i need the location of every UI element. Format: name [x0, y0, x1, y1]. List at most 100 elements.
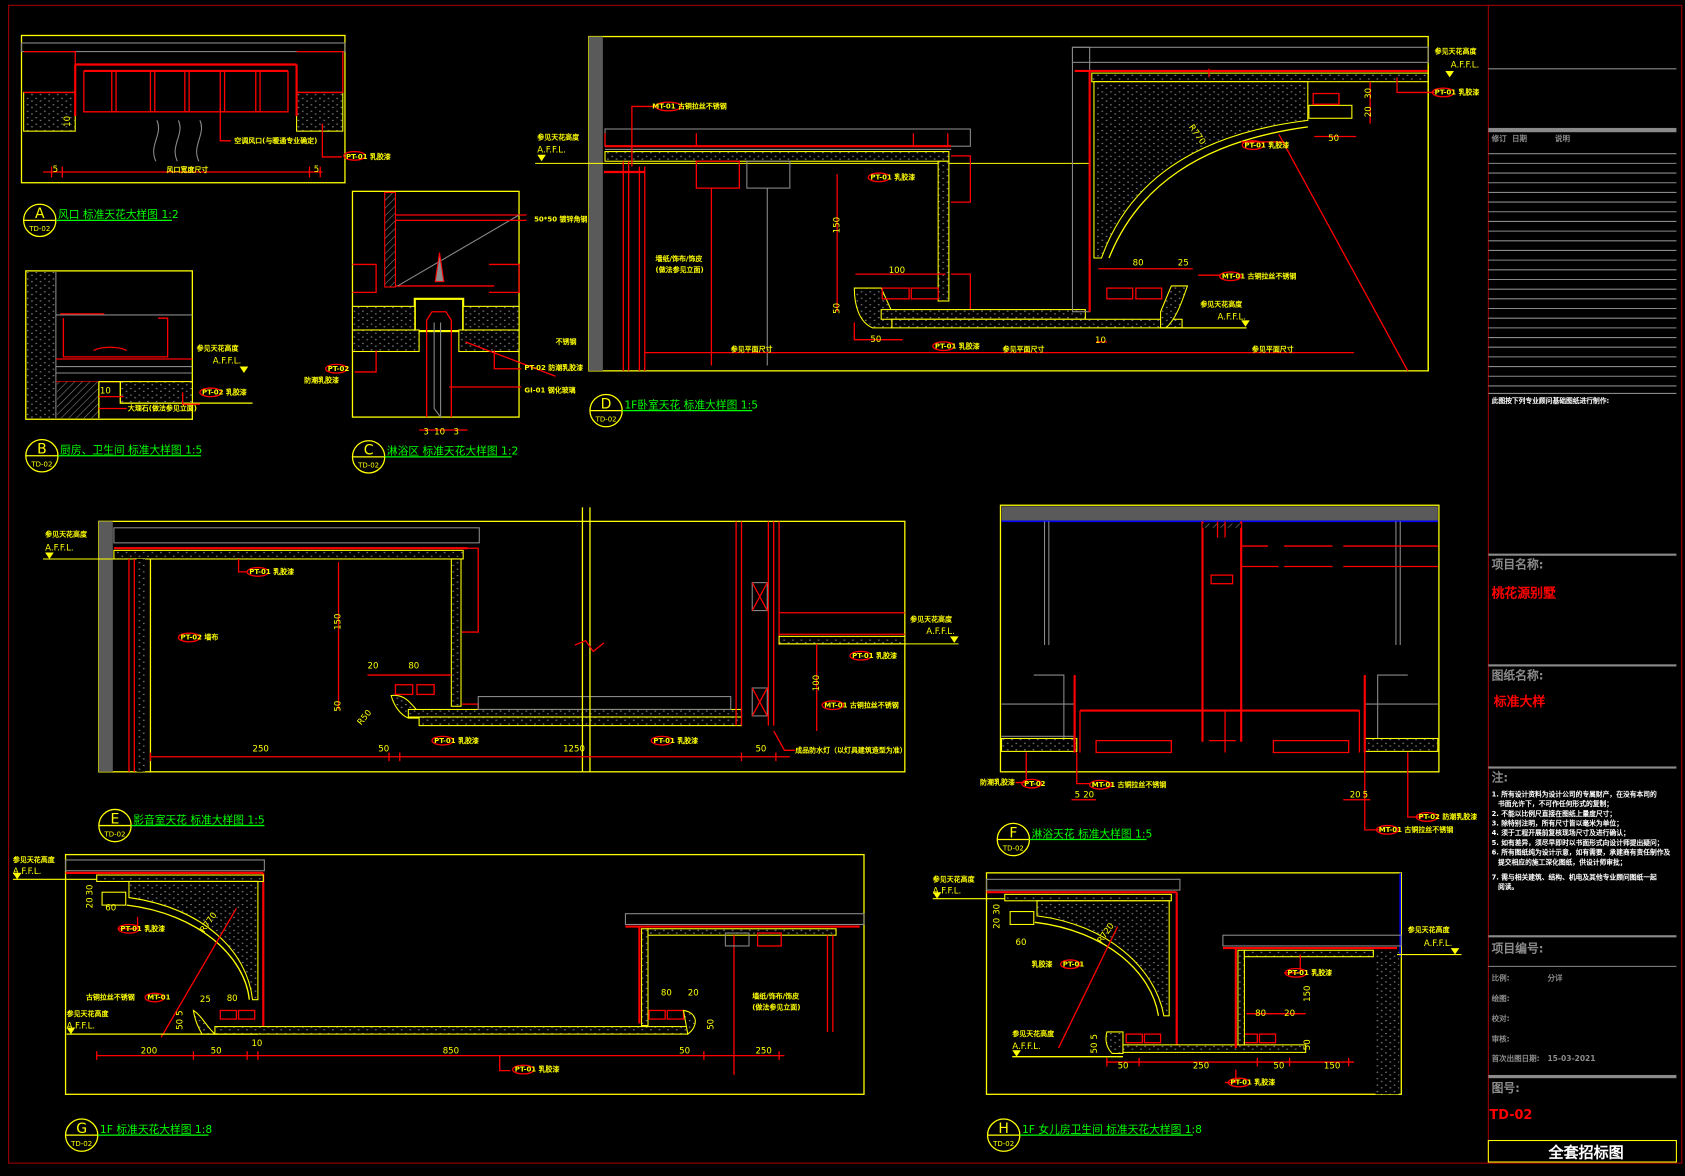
stage-label: 全套招标图 [1548, 1144, 1624, 1162]
callout-letter: D [601, 396, 612, 412]
dimension: 250 [253, 744, 269, 754]
affl-label: A.F.F.L. [926, 627, 955, 637]
annotation: 成品防水灯（以灯具建筑造型为准） [795, 745, 906, 754]
callout-b[interactable]: B TD-02 厨房、卫生间 标准大样图 1:5 [25, 439, 203, 473]
annotation: 风口宽度尺寸 [167, 165, 209, 174]
checked-label: 校对: [1492, 1013, 1510, 1023]
revision-header: 修订 [1491, 133, 1508, 143]
annotation: 古铜拉丝不锈钢 [86, 993, 135, 1002]
annotation: 防潮乳胶漆 [304, 376, 339, 385]
material-tag: GI-01 钢化玻璃 [524, 385, 575, 394]
annotation: 墙纸/饰布/饰皮 [752, 992, 799, 1001]
detail-f-shower-ceiling: 防潮乳胶漆 PT-02 MT-01 古铜拉丝不锈钢 5 20 20 5 PT-0… [980, 504, 1477, 835]
dimension: 20 [1364, 106, 1374, 117]
dimension: 150 [832, 217, 842, 233]
dimension: 25 [1178, 259, 1189, 269]
annotation: 参见天花高度 [197, 343, 240, 352]
affl-label: A.F.F.L. [1424, 939, 1453, 949]
annotation: 50*50 镀锌角钢 [534, 214, 587, 223]
annotation: 大理石(做法参见立面) [128, 404, 197, 413]
dimension: 30 [1364, 88, 1374, 99]
annotation: 参见天花高度 [67, 1009, 110, 1018]
note-line: 1. 所有设计资料为设计公司的专属财产，在没有本司的 [1492, 790, 1657, 799]
dimension: 50 [1328, 134, 1339, 144]
detail-a-vent: 空调风口(与暖通专业确定) PT-01 乳胶漆 风口宽度尺寸 5 5 10 [20, 34, 391, 184]
dimension: 30 [85, 885, 95, 896]
callout-letter: H [998, 1121, 1009, 1137]
dimension: 20 [1284, 1009, 1295, 1019]
dimension: 250 [1193, 1062, 1209, 1072]
detail-title: 风口 标准天花大样图 1:2 [58, 208, 179, 221]
note-line: 阅读。 [1498, 882, 1518, 891]
dimension: 80 [227, 994, 238, 1004]
annotation: 乳胶漆 [1032, 959, 1053, 968]
issue-date-label: 首次出图日期: [1492, 1053, 1540, 1063]
material-tag: PT-01 乳胶漆 [249, 567, 294, 576]
dimension: 1250 [563, 744, 585, 754]
callout-sheet-ref: TD-02 [595, 415, 617, 423]
annotation: 参见天花高度 [1435, 47, 1478, 56]
note-line: 5. 如有差异，须尽早即时以书面形式向设计师提出疑问； [1492, 838, 1664, 847]
annotation: 参见天花高度 [45, 529, 88, 538]
dimension: 50 [334, 701, 344, 712]
dimension: 50 [1118, 1062, 1129, 1072]
material-tag: MT-01 古铜拉丝不锈钢 [652, 102, 726, 111]
material-tag: PT-01 乳胶漆 [434, 736, 479, 745]
callout-letter: E [111, 811, 120, 827]
callout-f[interactable]: F TD-02 淋浴天花 标准大样图 1:5 [996, 822, 1153, 857]
affl-label: A.F.F.L. [13, 867, 42, 877]
callout-letter: A [35, 206, 45, 222]
dimension: 20 [1083, 791, 1094, 801]
callout-h[interactable]: H TD-02 1F 女儿房卫生间 标准天花大样图 1:8 [986, 1118, 1203, 1152]
basis-note: 此图按下列专业顾问基础图纸进行制作: [1492, 396, 1610, 405]
material-tag: PT-02 [328, 365, 350, 373]
project-name-label: 项目名称: [1492, 558, 1544, 572]
material-tag: PT-02 乳胶漆 [202, 388, 247, 397]
approved-label: 审核: [1492, 1034, 1510, 1044]
callout-a[interactable]: A TD-02 风口 标准天花大样图 1:2 [22, 203, 179, 238]
dimension: 20 [368, 662, 379, 672]
annotation: 参见天花高度 [13, 855, 56, 864]
dimension: 20 [992, 918, 1002, 929]
material-tag: PT-02 墙布 [181, 633, 219, 642]
detail-title: 影音室天花 标准大样图 1:5 [133, 813, 264, 826]
callout-sheet-ref: TD-02 [70, 1140, 92, 1148]
revision-table-lines [1488, 153, 1677, 394]
dimension: 50 [1303, 1039, 1313, 1050]
scale-label: 比例: [1492, 972, 1510, 982]
callout-g[interactable]: G TD-02 1F 标准天花大样图 1:8 [64, 1118, 213, 1152]
annotation: 参见天花高度 [1012, 1029, 1055, 1038]
dimension: 3 [453, 427, 458, 437]
callout-c[interactable]: C TD-02 淋浴区 标准天花大样图 1:2 [351, 440, 518, 474]
dimension: 10 [251, 1039, 262, 1049]
dimension: 50 [870, 335, 881, 345]
dimension: 50 [176, 1019, 186, 1030]
material-tag: PT-01 乳胶漆 [1287, 968, 1332, 977]
material-tag: PT-01 乳胶漆 [515, 1065, 560, 1074]
title-block: 修订 日期 说明 此图按下列专业顾问基础图纸进行制作: 项目名称: 桃花源别墅 … [1487, 5, 1677, 1164]
callout-d[interactable]: D TD-02 1F卧室天花 标准大样图 1:5 [589, 393, 758, 428]
affl-label: A.F.F.L. [67, 1022, 96, 1032]
detail-g-1f-ceiling: 参见天花高度 A.F.F.L. 20 30 60 PT-01 乳胶漆 R770 … [12, 853, 865, 1095]
dimension: 25 [200, 995, 211, 1005]
callout-e[interactable]: E TD-02 影音室天花 标准大样图 1:5 [98, 808, 265, 843]
callout-sheet-ref: TD-02 [992, 1140, 1014, 1148]
detail-e-media-room: 参见天花高度 A.F.F.L. PT-01 乳胶漆 PT-02 墙布 150 2… [42, 507, 959, 773]
callout-letter: G [76, 1121, 87, 1137]
dimension: 80 [408, 662, 419, 672]
annotation: (做法参见立面) [656, 265, 704, 274]
callout-sheet-ref: TD-02 [103, 830, 125, 838]
callout-sheet-ref: TD-02 [28, 225, 50, 233]
detail-title: 1F卧室天花 标准大样图 1:5 [624, 398, 758, 411]
project-no-label: 项目编号: [1492, 941, 1544, 955]
detail-title: 1F 女儿房卫生间 标准天花大样图 1:8 [1022, 1123, 1202, 1136]
stage-box [1487, 1139, 1677, 1163]
detail-title: 淋浴天花 标准大样图 1:5 [1032, 827, 1153, 840]
callout-letter: B [37, 442, 47, 458]
annotation: (做法参见立面) [752, 1002, 800, 1011]
dimension: 5 [1363, 791, 1368, 801]
dimension: 50 [755, 744, 766, 754]
annotation: 参见天花高度 [933, 874, 976, 883]
material-tag: PT-01 乳胶漆 [1230, 1078, 1275, 1087]
detail-title: 厨房、卫生间 标准大样图 1:5 [60, 444, 202, 457]
